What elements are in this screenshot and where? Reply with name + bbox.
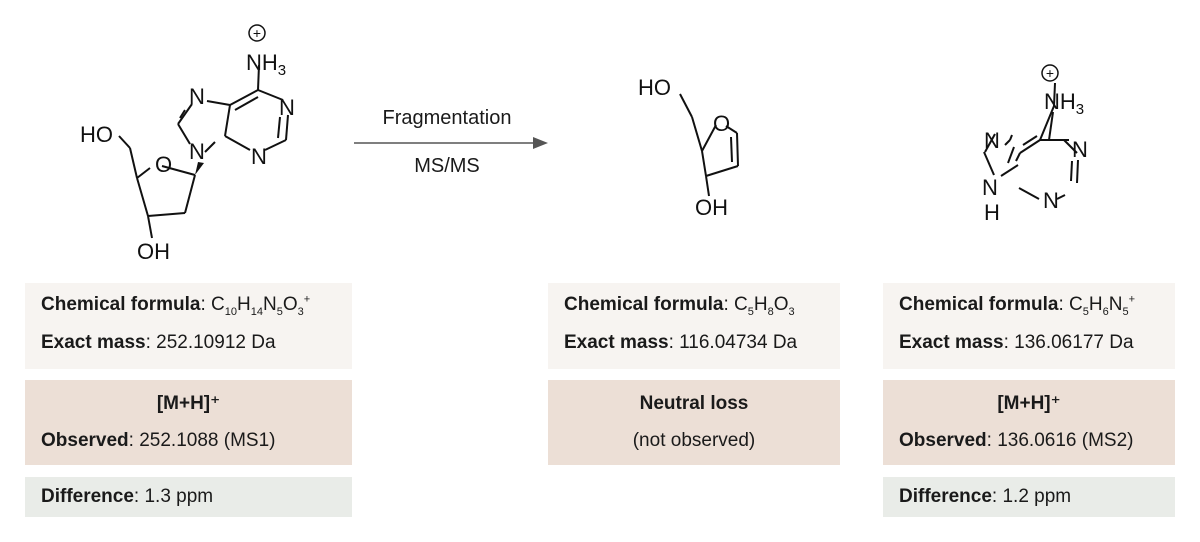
n1-label: N	[279, 95, 295, 120]
formula-box-3: Chemical formula: C5H6N5+ Exact mass: 13…	[883, 283, 1175, 369]
difference-line-3: Difference: 1.2 ppm	[899, 486, 1072, 507]
n3-label: N	[1043, 188, 1059, 213]
observed-line-3: Observed: 136.0616 (MS2)	[899, 430, 1134, 451]
n7-label: N	[189, 84, 205, 109]
formula-line-3: Chemical formula: C5H6N5+	[899, 293, 1136, 318]
formula-box-2: Chemical formula: C5H8O3 Exact mass: 116…	[548, 283, 840, 369]
ho-label: HO	[80, 122, 113, 147]
difference-box-3: Difference: 1.2 ppm	[883, 477, 1175, 517]
adenine-structure: + NH3 N N N N H	[982, 64, 1088, 225]
arrow-label-msms: MS/MS	[414, 155, 480, 177]
reaction-arrow	[354, 137, 548, 149]
deoxyadenosine-structure: + NH3 HO O OH N N N N	[80, 24, 295, 264]
mass-line-1: Exact mass: 252.10912 Da	[41, 332, 276, 353]
ring-oxygen-label: O	[713, 111, 730, 136]
formula-box-1: Chemical formula: C10H14N5O3+ Exact mass…	[25, 283, 352, 369]
ho-label: HO	[638, 75, 671, 100]
observed-title-1: [M+H]⁺	[156, 393, 221, 414]
formula-line-1: Chemical formula: C10H14N5O3+	[41, 293, 311, 318]
charge-plus: +	[1046, 65, 1054, 81]
n3-label: N	[251, 144, 267, 169]
observed-line-1: Observed: 252.1088 (MS1)	[41, 430, 276, 451]
n1-label: N	[1072, 137, 1088, 162]
arrow-label-fragmentation: Fragmentation	[382, 107, 512, 129]
nh3-label: NH3	[1044, 89, 1084, 118]
mass-line-3: Exact mass: 136.06177 Da	[899, 332, 1134, 353]
neutral-loss-note: (not observed)	[632, 430, 756, 451]
h-label: H	[984, 200, 1000, 225]
n9-label: N	[189, 139, 205, 164]
sugar-fragment-structure: HO O OH	[638, 75, 739, 220]
mass-line-2: Exact mass: 116.04734 Da	[564, 332, 798, 353]
observed-box-1: [M+H]⁺ Observed: 252.1088 (MS1)	[25, 380, 352, 465]
oh-label: OH	[695, 195, 728, 220]
difference-box-1: Difference: 1.3 ppm	[25, 477, 352, 517]
ring-oxygen-label: O	[155, 152, 172, 177]
oh-label: OH	[137, 239, 170, 264]
neutral-loss-title: Neutral loss	[639, 393, 749, 414]
charge-plus: +	[253, 25, 261, 41]
n7-label: N	[984, 128, 1000, 153]
observed-title-3: [M+H]⁺	[997, 393, 1061, 414]
observed-box-3: [M+H]⁺ Observed: 136.0616 (MS2)	[883, 380, 1175, 465]
nh3-label: NH3	[246, 50, 286, 79]
formula-line-2: Chemical formula: C5H8O3	[564, 294, 795, 318]
neutral-loss-box: Neutral loss (not observed)	[548, 380, 840, 465]
n9-label: N	[982, 175, 998, 200]
difference-line-1: Difference: 1.3 ppm	[41, 486, 214, 507]
